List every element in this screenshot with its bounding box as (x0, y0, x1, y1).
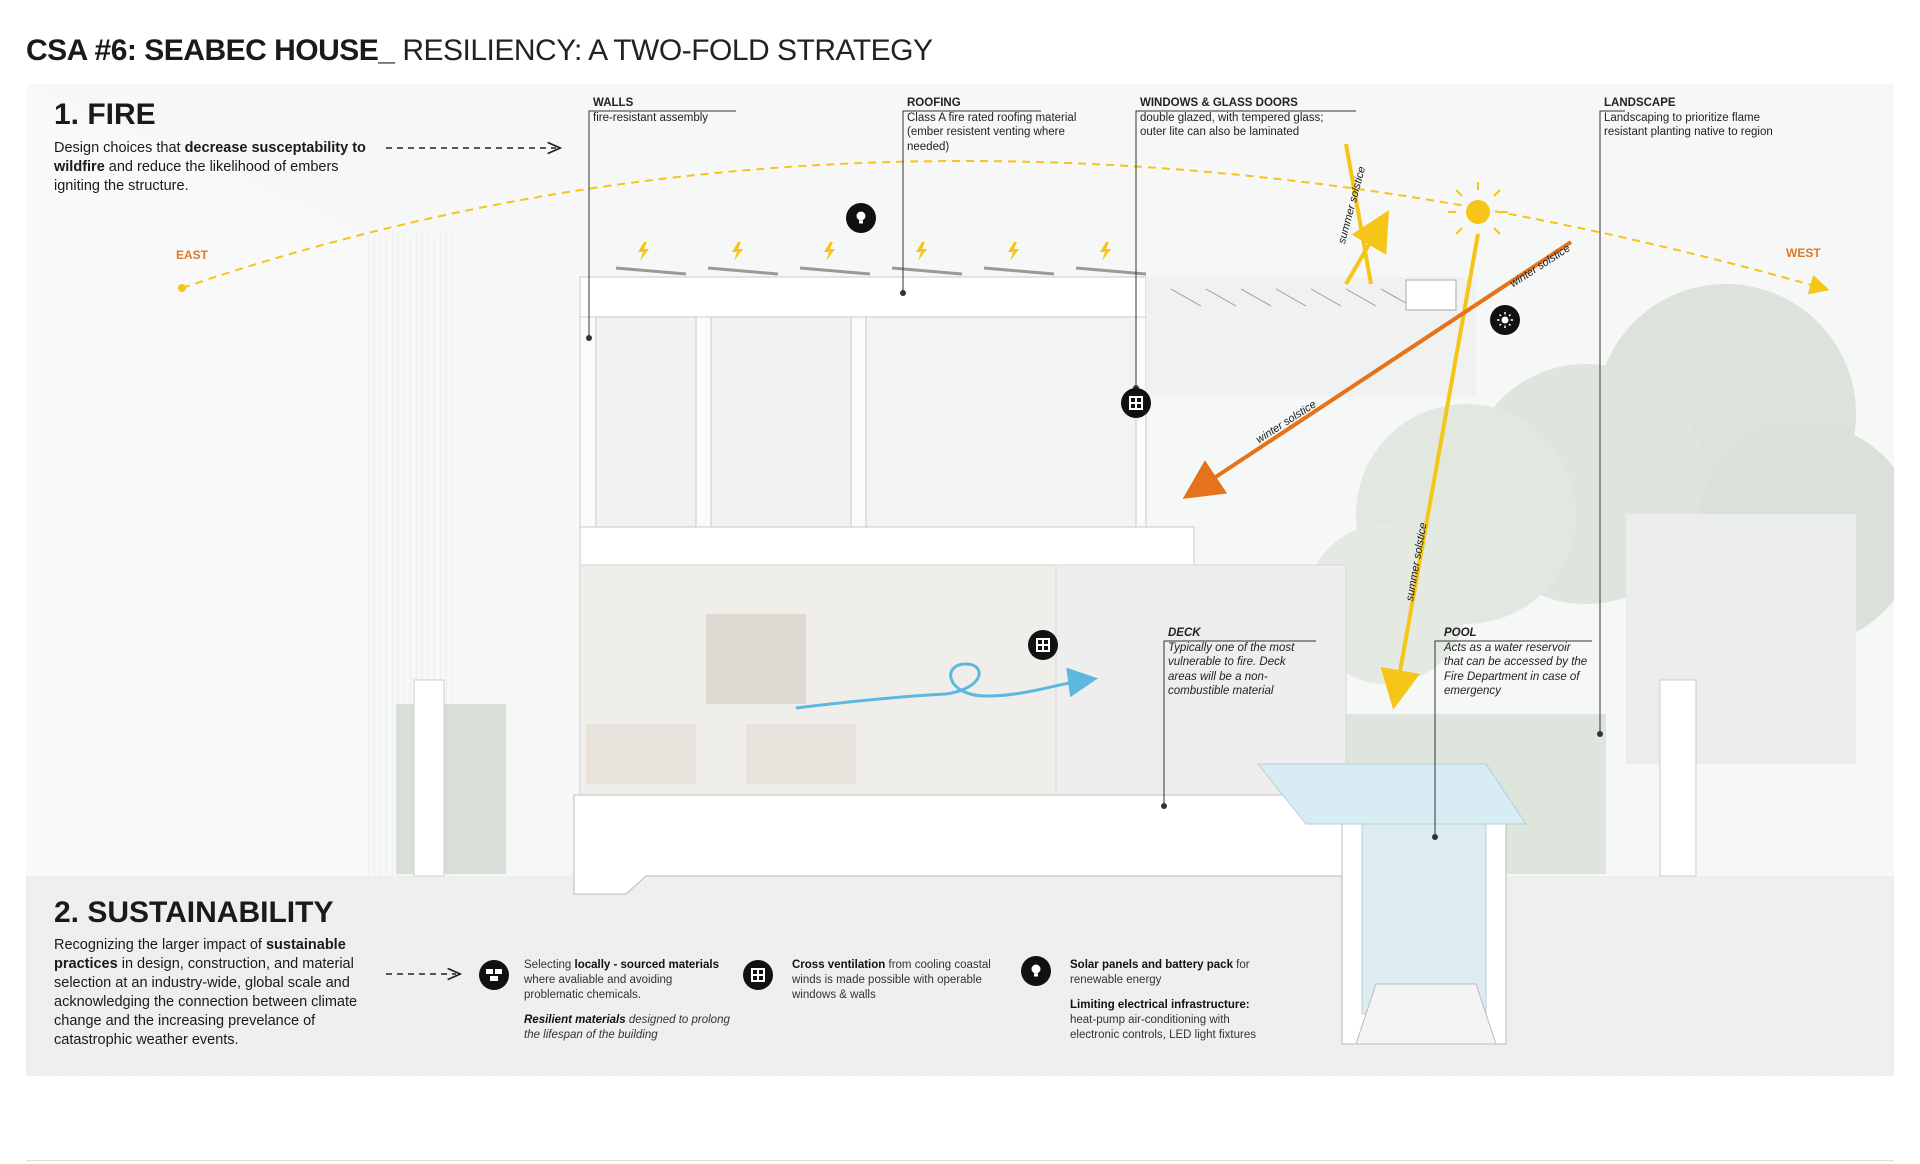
solar-panels (615, 266, 1147, 276)
sun-path (181, 160, 1830, 295)
callout-landscape: LANDSCAPE Landscaping to prioritize flam… (1604, 96, 1794, 140)
callout-pool-title: POOL (1444, 627, 1477, 639)
callout-walls-text: fire-resistant assembly (593, 111, 709, 124)
bricks-icon (479, 960, 509, 990)
legend-resilient-bold: Resilient materials (524, 1014, 626, 1026)
wind-flow (795, 662, 1098, 710)
window-icon (743, 960, 773, 990)
sustainability-heading: 2. SUSTAINABILITY (54, 896, 334, 929)
summer-solstice-reflect (1344, 143, 1381, 286)
section-drawing (26, 84, 1894, 1076)
west-label: WEST (1786, 246, 1821, 260)
callout-landscape-title: LANDSCAPE (1604, 97, 1676, 109)
house-section (573, 242, 1476, 895)
sun-icon (1448, 182, 1508, 242)
east-dot (178, 284, 186, 292)
legend-ventilation-bold: Cross ventilation (792, 959, 886, 971)
lightbulb-icon (1021, 956, 1051, 986)
sun-badge-icon (1490, 305, 1520, 335)
pergola (1146, 277, 1476, 397)
title-project: CSA #6: SEABEC HOUSE_ (26, 34, 395, 67)
callout-pool-text: Acts as a water reservoir that can be ac… (1444, 641, 1588, 698)
fire-text-pre: Design choices that (54, 140, 185, 156)
legend-electrical-text: heat-pump air-conditioning with electron… (1070, 1014, 1256, 1041)
window-icon (1121, 388, 1151, 418)
footer-divider (26, 1160, 1894, 1161)
left-yard (26, 84, 366, 876)
winter-solstice-ray (1182, 240, 1573, 499)
lightbulb-icon (846, 203, 876, 233)
legend-electrical-bold: Limiting electrical infrastructure: (1070, 999, 1250, 1011)
legend-electrical: Limiting electrical infrastructure: heat… (1070, 998, 1270, 1043)
callout-walls-title: WALLS (593, 97, 634, 109)
window-icon (1028, 630, 1058, 660)
legend-solar-bold: Solar panels and battery pack (1070, 959, 1233, 971)
legend-resilient: Resilient materials designed to prolong … (524, 1013, 734, 1043)
callout-pool: POOL Acts as a water reservoir that can … (1444, 626, 1589, 699)
legend-solar-text: for renewable energy (1070, 959, 1250, 986)
landscape-trees (1306, 284, 1894, 764)
callout-leaders (588, 110, 1625, 837)
callout-roofing: ROOFING Class A fire rated roofing mater… (907, 96, 1087, 154)
diagram-panel: 1. FIRE Design choices that decrease sus… (26, 84, 1894, 1076)
callout-windows-title: WINDOWS & GLASS DOORS (1140, 97, 1298, 109)
callout-landscape-text: Landscaping to prioritize flame resistan… (1604, 111, 1773, 139)
sustainability-description: Recognizing the larger impact of sustain… (54, 936, 374, 1050)
leader-dots (586, 290, 1603, 840)
page-title: CSA #6: SEABEC HOUSE_ RESILIENCY: A TWO-… (26, 34, 933, 68)
callout-roofing-title: ROOFING (907, 97, 961, 109)
legend-materials-pre: Selecting (524, 959, 575, 971)
pool-section (1256, 763, 1527, 1045)
callout-roofing-text: Class A fire rated roofing material (emb… (907, 111, 1077, 153)
legend-ventilation: Cross ventilation from cooling coastal w… (792, 958, 1002, 1003)
sustainability-text-pre: Recognizing the larger impact of (54, 937, 266, 953)
callout-deck-text: Typically one of the most vulnerable to … (1168, 641, 1295, 698)
east-label: EAST (176, 248, 209, 262)
legend-solar: Solar panels and battery pack for renewa… (1070, 958, 1270, 1043)
legend-resilient-text: designed to prolong the lifespan of the … (524, 1014, 730, 1041)
legend-ventilation-text: from cooling coastal winds is made possi… (792, 959, 991, 1001)
fire-heading: 1. FIRE (54, 98, 156, 131)
fire-text-bold: decrease susceptability to wildfire (54, 140, 366, 175)
title-subtitle: RESILIENCY: A TWO-FOLD STRATEGY (402, 34, 933, 67)
lightning-icons (638, 242, 1111, 261)
legend-materials: Selecting locally - sourced materials wh… (524, 958, 734, 1043)
callout-deck: DECK Typically one of the most vulnerabl… (1168, 626, 1313, 699)
legend-materials-post: where avaliable and avoiding problematic… (524, 974, 673, 1001)
right-post (1659, 679, 1697, 877)
callout-deck-title: DECK (1168, 627, 1201, 639)
left-post (413, 679, 445, 877)
callout-windows: WINDOWS & GLASS DOORS double glazed, wit… (1140, 96, 1340, 140)
callout-windows-text: double glazed, with tempered glass; oute… (1140, 111, 1324, 139)
legend-materials-bold: locally - sourced materials (574, 959, 719, 971)
callout-walls: WALLS fire-resistant assembly (593, 96, 733, 125)
fire-description: Design choices that decrease susceptabil… (54, 139, 384, 196)
sustainability-text-post: in design, construction, and material se… (54, 956, 358, 1048)
sustainability-text-bold: sustainable practices (54, 937, 346, 972)
fire-text-post: and reduce the likelihood of embers igni… (54, 159, 339, 194)
